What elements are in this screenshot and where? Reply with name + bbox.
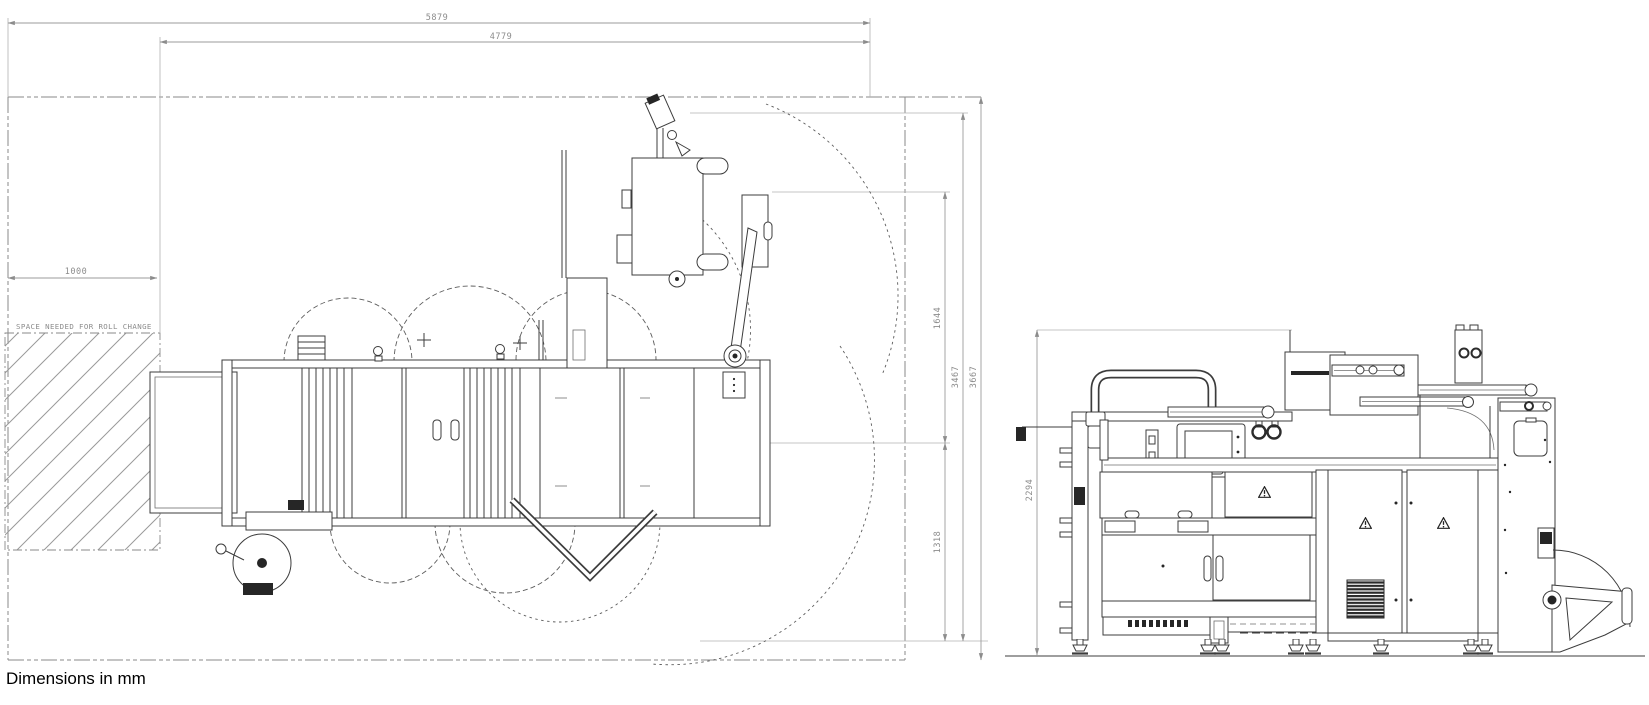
dim-4779-label: 4779 xyxy=(490,32,512,42)
side-view-machine xyxy=(1005,324,1645,657)
dim-3667-label: 3667 xyxy=(969,366,979,388)
vent-slots xyxy=(1128,620,1188,627)
cabinet-door xyxy=(1212,534,1311,601)
vent-grille xyxy=(1346,579,1385,619)
roll-change-area-label: SPACE NEEDED FOR ROLL CHANGE xyxy=(16,322,152,331)
dim-3467-label: 3467 xyxy=(951,366,961,388)
dim-5879-label: 5879 xyxy=(426,13,448,23)
control-knobs xyxy=(1251,420,1282,440)
unwind-rollers xyxy=(301,368,345,518)
dim-1000-label: 1000 xyxy=(65,267,87,277)
unwind-tower xyxy=(1497,397,1633,653)
discharge-chute-plan xyxy=(509,497,658,582)
dim-1644-label: 1644 xyxy=(933,307,943,329)
roll-spindle xyxy=(696,253,729,271)
electrical-cabinet xyxy=(1240,469,1499,642)
roll-spindle xyxy=(696,157,729,175)
turret-unit-plan xyxy=(561,93,729,369)
side-dimensions: 2294 xyxy=(1025,329,1292,656)
plan-dimensions: 5879 4779 1000 1644 1318 3467 3667 xyxy=(7,13,988,661)
cross-mark xyxy=(513,336,527,350)
main-frame-plan xyxy=(221,359,771,527)
cross-mark xyxy=(417,333,431,347)
dim-1318-label: 1318 xyxy=(933,531,943,553)
units-note: Dimensions in mm xyxy=(6,669,146,688)
cabinet-door xyxy=(1101,534,1214,602)
space-envelope-outline xyxy=(7,96,981,661)
web-path-rollers xyxy=(469,368,513,518)
left-tower xyxy=(1016,411,1089,641)
cabinet-door xyxy=(1406,469,1479,634)
top-panels xyxy=(1284,324,1538,470)
door-handle xyxy=(1215,555,1224,582)
dim-2294-label: 2294 xyxy=(1025,479,1035,501)
mid-section xyxy=(1099,419,1500,644)
roll-trolley-plan xyxy=(215,500,333,595)
door-handle xyxy=(1203,555,1212,582)
door-handle xyxy=(450,419,460,441)
applicator-arm-plan xyxy=(722,194,773,399)
roll-change-area: SPACE NEEDED FOR ROLL CHANGE xyxy=(4,322,161,551)
door-handle xyxy=(432,419,442,441)
frame-top-fittings xyxy=(297,320,544,362)
plan-view-machine xyxy=(149,93,899,666)
